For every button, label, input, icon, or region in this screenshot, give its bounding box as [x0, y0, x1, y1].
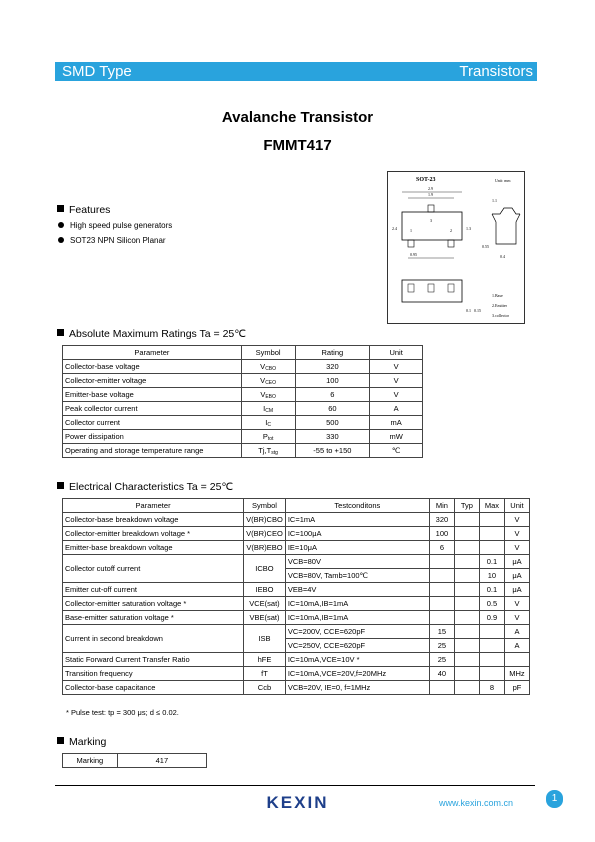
abs-max-heading: Absolute Maximum Ratings Ta = 25℃	[57, 328, 246, 340]
dim-label: 0.95	[410, 252, 417, 257]
pin-label: 3.collector	[492, 313, 510, 318]
kexin-logo: KEXIN	[266, 793, 329, 812]
dim-label: 1.1	[492, 198, 497, 203]
header-banner: SMD Type Transistors	[55, 62, 537, 81]
footer-divider	[55, 785, 535, 786]
table-row: Collector-emitter breakdown voltage *V(B…	[61, 526, 531, 541]
square-bullet-icon	[57, 205, 64, 212]
marking-label: Marking	[62, 753, 118, 768]
dim-label: 1.3	[466, 226, 471, 231]
dim-label: 2.4	[392, 226, 397, 231]
dim-label: 0.15	[474, 308, 481, 313]
feature-item: High speed pulse generators	[58, 221, 172, 230]
square-bullet-icon	[57, 737, 64, 744]
dim-label: 0.4	[500, 254, 505, 259]
marking-table: Marking 417	[62, 753, 208, 768]
header-right: Transistors	[459, 63, 533, 80]
feature-item: SOT23 NPN Silicon Planar	[58, 236, 166, 245]
package-drawing: SOT-23 Unit: mm 2.9 1.9 0.95 2.4 1.3 1 2…	[387, 171, 525, 324]
header-left: SMD Type	[62, 63, 132, 80]
package-unit: Unit: mm	[495, 178, 511, 183]
table-header-cell: Rating	[294, 345, 371, 360]
dot-bullet-icon	[58, 237, 64, 243]
elec-heading: Electrical Characteristics Ta = 25℃	[57, 481, 233, 493]
svg-text:3: 3	[430, 218, 432, 223]
table-header-row: Parameter Symbol Rating Unit	[62, 345, 423, 360]
sot23-outline-svg: SOT-23 Unit: mm 2.9 1.9 0.95 2.4 1.3 1 2…	[392, 177, 521, 318]
page-number: 1	[546, 790, 563, 808]
abs-max-table: Parameter Symbol Rating Unit Collector-b…	[62, 345, 423, 458]
square-bullet-icon	[57, 482, 64, 489]
table-header-cell: Parameter	[62, 345, 242, 360]
dim-label: 0.1	[466, 308, 471, 313]
table-header-cell: Symbol	[240, 345, 296, 360]
table-header-cell: Unit	[369, 345, 423, 360]
square-bullet-icon	[57, 329, 64, 336]
dim-label: 0.55	[482, 244, 489, 249]
features-heading: Features	[57, 204, 110, 216]
table-row: Collector-emitter saturation voltage *VC…	[61, 596, 531, 611]
doc-title: Avalanche Transistor	[221, 109, 374, 126]
svg-text:2: 2	[450, 228, 452, 233]
package-name: SOT-23	[416, 177, 435, 183]
dim-label: 2.9	[428, 186, 433, 191]
svg-text:1: 1	[410, 228, 412, 233]
pulse-note: * Pulse test: tp = 300 μs; d ≤ 0.02.	[66, 708, 179, 717]
dot-bullet-icon	[58, 222, 64, 228]
dim-label: 1.9	[428, 192, 433, 197]
footer-url[interactable]: www.kexin.com.cn	[439, 798, 514, 808]
pin-label: 1.Base	[492, 293, 503, 298]
marking-heading: Marking	[57, 736, 106, 748]
table-row: Base-emitter saturation voltage *VBE(sat…	[61, 610, 531, 625]
table-row: Marking 417	[62, 753, 208, 768]
marking-value: 417	[116, 753, 208, 768]
pin-label: 2.Emitter	[492, 303, 508, 308]
part-number: FMMT417	[263, 137, 332, 154]
